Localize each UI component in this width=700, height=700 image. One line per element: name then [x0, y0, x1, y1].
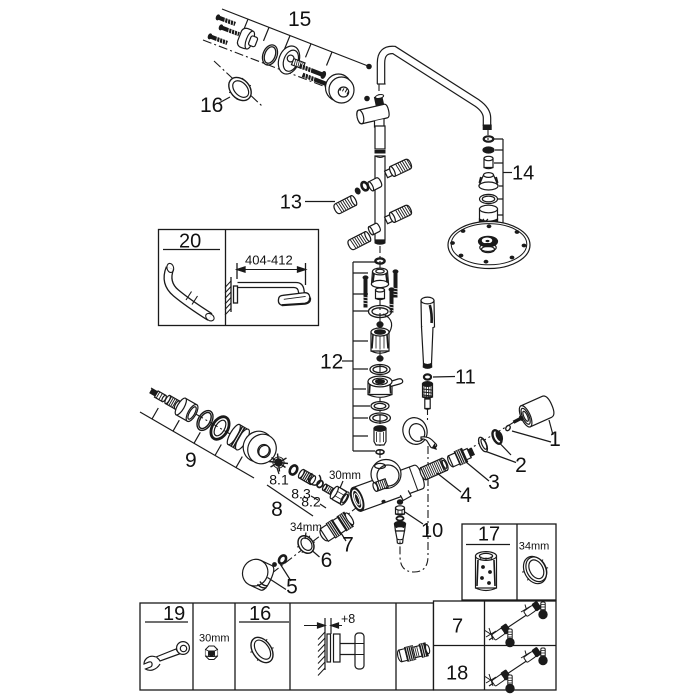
svg-text:16: 16 — [249, 603, 271, 625]
svg-text:9: 9 — [185, 449, 197, 472]
svg-text:34mm: 34mm — [290, 522, 322, 534]
svg-text:8: 8 — [271, 498, 283, 521]
svg-text:3: 3 — [488, 471, 500, 494]
svg-text:6: 6 — [321, 549, 333, 572]
svg-text:13: 13 — [280, 192, 302, 214]
svg-text:1: 1 — [549, 428, 561, 451]
svg-text:17: 17 — [478, 524, 500, 546]
svg-text:2: 2 — [515, 454, 527, 477]
svg-text:12: 12 — [320, 351, 343, 374]
svg-text:+8: +8 — [341, 612, 355, 626]
svg-text:4: 4 — [460, 484, 472, 507]
svg-text:8.2: 8.2 — [301, 494, 321, 510]
svg-text:34mm: 34mm — [519, 541, 550, 553]
svg-text:404-412: 404-412 — [245, 253, 293, 268]
svg-text:30mm: 30mm — [199, 633, 230, 645]
svg-text:14: 14 — [512, 163, 534, 185]
svg-text:7: 7 — [342, 534, 354, 557]
svg-text:7: 7 — [452, 616, 463, 638]
svg-text:8.1: 8.1 — [269, 472, 289, 488]
svg-text:5: 5 — [286, 576, 298, 599]
svg-text:19: 19 — [163, 603, 185, 625]
svg-text:30mm: 30mm — [329, 470, 361, 482]
svg-text:15: 15 — [288, 8, 311, 31]
svg-text:8.3: 8.3 — [291, 486, 311, 502]
svg-text:18: 18 — [446, 663, 468, 685]
svg-text:10: 10 — [421, 520, 443, 542]
svg-text:11: 11 — [455, 367, 476, 389]
svg-text:16: 16 — [200, 94, 223, 117]
svg-text:20: 20 — [179, 231, 201, 253]
